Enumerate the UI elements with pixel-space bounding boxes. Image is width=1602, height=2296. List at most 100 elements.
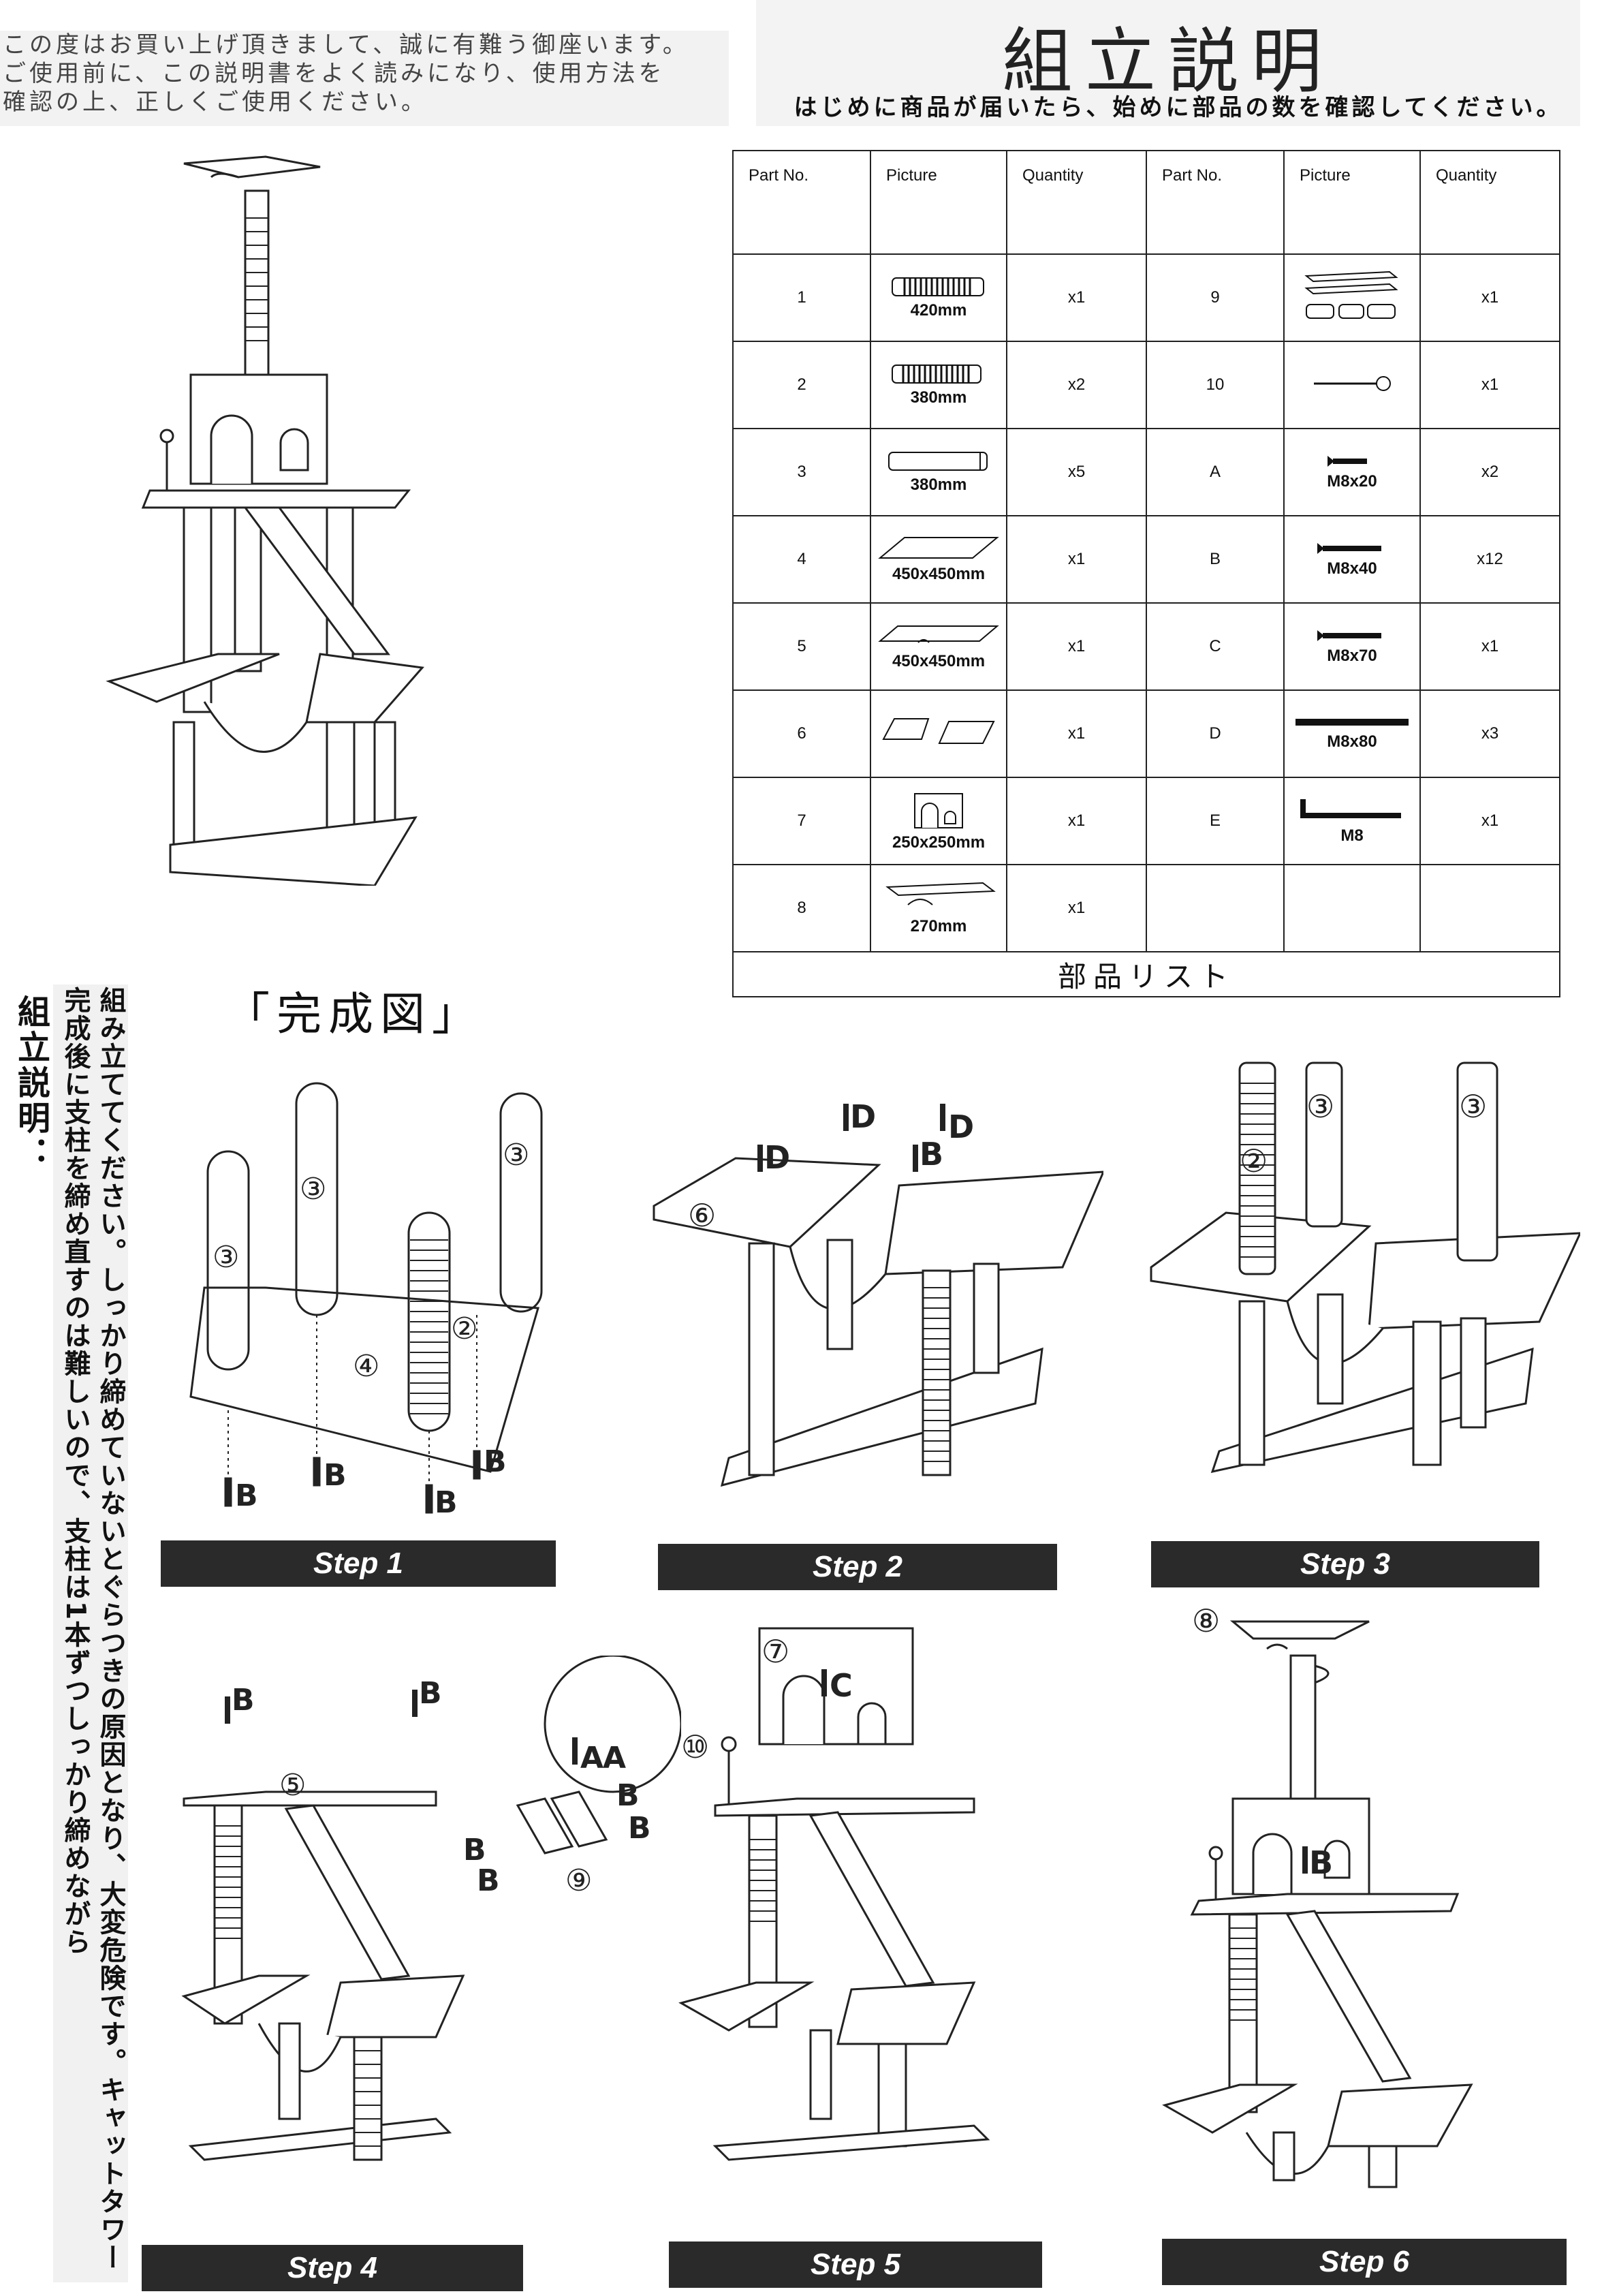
part-size: 420mm <box>910 301 967 320</box>
completed-label: 「完成図」 <box>225 988 484 1040</box>
part-qty: x3 <box>1419 689 1560 778</box>
greeting-line: この度はお買い上げ頂きまして、誠に有難う御座います。 <box>3 31 689 59</box>
part-no: B <box>1146 515 1285 604</box>
part-no: 8 <box>732 864 871 952</box>
part-no: 6 <box>732 689 871 778</box>
greeting-line: ご使用前に、この説明書をよく読みになり、使用方法を <box>3 60 665 87</box>
part-picture: 450x450mm <box>870 515 1007 604</box>
step-4-illustration: ⑤ B B A A B B B B ⑨ <box>181 1656 681 2161</box>
part-size: 380mm <box>910 476 967 494</box>
step-5-callout: ⑩ <box>681 1728 709 1765</box>
greeting-block: この度はお買い上げ頂きまして、誠に有難う御座います。 ご使用前に、この説明書をよ… <box>0 31 729 126</box>
part-qty: x12 <box>1419 515 1560 604</box>
part-qty: x1 <box>1006 253 1147 342</box>
step-1-label: Step 1 <box>161 1540 556 1587</box>
part-picture: 250x250mm <box>870 777 1007 865</box>
step-4-callout: B <box>419 1676 442 1711</box>
header-part-no: Part No. <box>732 150 871 255</box>
part-no: A <box>1146 428 1285 516</box>
bolt-icon <box>1317 630 1381 641</box>
step-3-label: Step 3 <box>1151 1541 1539 1587</box>
part-picture: 420mm <box>870 253 1007 342</box>
step-1-callout: B <box>235 1478 258 1513</box>
step-1-callout: ② <box>451 1312 477 1346</box>
part-no: 3 <box>732 428 871 516</box>
part-size: M8x20 <box>1327 472 1377 491</box>
part-picture: M8x40 <box>1283 515 1421 604</box>
step-1-callout: ③ <box>300 1172 326 1207</box>
toy-stick-icon <box>1314 376 1391 391</box>
part-size: 270mm <box>910 917 967 935</box>
step-2-callout: D <box>764 1139 790 1176</box>
part-picture <box>1283 341 1421 429</box>
header-part-no: Part No. <box>1146 150 1285 255</box>
part-qty: x1 <box>1006 689 1147 778</box>
step-1-illustration: ③ ③ ③ ② ④ B B B B <box>189 1082 543 1520</box>
page-subtitle: はじめに商品が届いたら、始めに部品の数を確認してください。 <box>794 94 1563 121</box>
part-picture: M8x20 <box>1283 428 1421 516</box>
part-no: 2 <box>732 341 871 429</box>
part-qty: x1 <box>1419 253 1560 342</box>
side-note-background <box>53 984 128 2282</box>
part-qty: x2 <box>1006 341 1147 429</box>
part-size: 380mm <box>910 388 967 407</box>
step-1-callout: B <box>484 1444 507 1479</box>
header-quantity: Quantity <box>1006 150 1147 255</box>
hammock-boards-icon <box>882 718 995 744</box>
step-6-illustration: ⑧ B <box>1162 1602 1473 2188</box>
step-4-callout: ⑨ <box>565 1863 592 1898</box>
step-5-label: Step 5 <box>669 2241 1042 2288</box>
side-note-title: 組立説明： <box>12 995 50 1172</box>
parts-table: Part No. Picture Quantity Part No. Pictu… <box>732 150 1560 997</box>
step-2-callout: D <box>948 1108 974 1145</box>
side-note-body: 組み立ててください。しっかり締めていないとぐらつきの原因となり、大変危険です。キ… <box>60 987 126 2271</box>
step-3-callout: ③ <box>1306 1088 1334 1125</box>
part-qty: x1 <box>1006 515 1147 604</box>
step-3-callout: ② <box>1240 1143 1268 1179</box>
sisal-post-icon <box>892 277 984 296</box>
part-picture <box>1283 253 1421 342</box>
part-no <box>1146 864 1285 952</box>
plain-post-icon <box>888 452 988 471</box>
part-no: 7 <box>732 777 871 865</box>
part-picture <box>870 689 1007 778</box>
part-no: E <box>1146 777 1285 865</box>
part-picture <box>1283 864 1421 952</box>
step-4-callout: B <box>477 1863 500 1898</box>
header-background <box>756 0 1580 126</box>
step-6-callout: ⑧ <box>1192 1602 1220 1639</box>
part-no: 10 <box>1146 341 1285 429</box>
part-qty: x1 <box>1419 777 1560 865</box>
part-qty <box>1419 864 1560 952</box>
step-4-callout: B <box>463 1833 486 1867</box>
part-picture: M8 <box>1283 777 1421 865</box>
step-1-callout: B <box>324 1458 347 1493</box>
header-quantity: Quantity <box>1419 150 1560 255</box>
step-2-label: Step 2 <box>658 1544 1057 1590</box>
completed-tower-illustration <box>106 155 424 886</box>
step-4-callout: ⑤ <box>279 1768 306 1803</box>
step-2-illustration: ⑥ D D D B <box>653 1098 1103 1487</box>
part-qty: x1 <box>1419 602 1560 691</box>
step-4-callout: B <box>616 1778 640 1813</box>
top-perch-icon <box>885 882 996 905</box>
page-title: 組立説明 <box>1001 20 1334 103</box>
step-4-callout: A <box>580 1741 603 1775</box>
parts-table-footer: 部品リスト <box>732 951 1560 997</box>
step-5-illustration: ⑦ C ⑩ <box>678 1627 990 2161</box>
bolt-icon <box>1317 543 1381 554</box>
part-size: M8x80 <box>1327 732 1377 751</box>
board-icon <box>878 537 999 559</box>
step-4-callout: A <box>603 1741 626 1775</box>
step-5-callout: ⑦ <box>761 1633 789 1670</box>
table-row: 6 x1 D M8x80 x3 <box>732 689 1560 778</box>
part-no: D <box>1146 689 1285 778</box>
step-1-callout: ③ <box>503 1138 529 1173</box>
part-picture: 270mm <box>870 864 1007 952</box>
part-picture: 380mm <box>870 341 1007 429</box>
step-3-illustration: ② ③ ③ <box>1150 1061 1580 1474</box>
step-2-callout: ⑥ <box>688 1197 716 1234</box>
table-row: 7 250x250mm x1 E M8 x1 <box>732 777 1560 865</box>
long-bolt-icon <box>1295 719 1409 726</box>
step-4-label: Step 4 <box>142 2245 523 2291</box>
